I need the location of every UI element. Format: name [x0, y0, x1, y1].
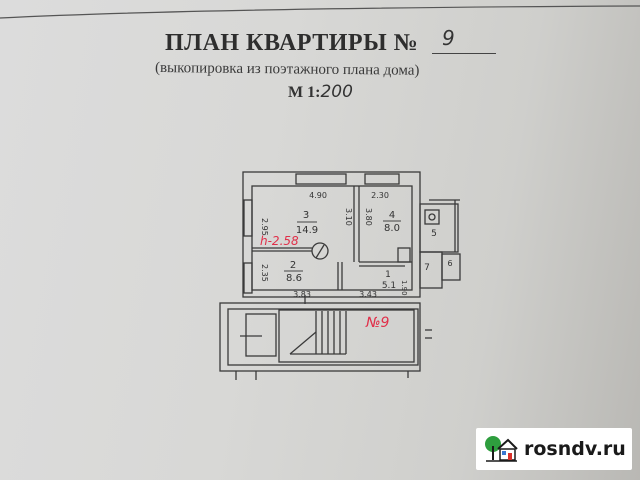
room-4-label: 4 8.0	[383, 210, 401, 234]
room-7-number: 7	[424, 263, 430, 273]
document-title: ПЛАН КВАРТИРЫ №	[165, 30, 419, 56]
room-6-number: 6	[447, 259, 452, 268]
dim-room4-height: 3.80	[364, 208, 373, 226]
watermark-site-name: rosndv.ru	[524, 438, 626, 460]
house-tree-logo-icon	[485, 436, 518, 462]
apartment-mark-annotation: №9	[365, 315, 390, 331]
room-1-area: 5.1	[382, 281, 396, 291]
dim-room1-side: 1.90	[400, 280, 408, 296]
rosndv-watermark[interactable]: rosndv.ru	[476, 428, 632, 470]
room-3-area: 14.9	[296, 225, 318, 236]
dim-room3-height: 2.95	[260, 218, 269, 236]
dim-room4-width: 2.30	[371, 191, 389, 200]
paper-fold-line	[0, 5, 640, 19]
room-3-label: 3 14.9	[296, 210, 318, 236]
room-2-area: 8.6	[286, 273, 302, 284]
scale-label: М 1:200	[288, 82, 353, 102]
room-4-number: 4	[389, 210, 395, 221]
dim-room2-height: 2.35	[260, 264, 269, 282]
room-5-number: 5	[431, 229, 437, 239]
room-2-number: 2	[290, 260, 296, 271]
room-4-area: 8.0	[384, 223, 400, 234]
room-1-number: 1	[385, 270, 391, 280]
scale-prefix: М 1:	[288, 84, 321, 101]
room-2-label: 2 8.6	[284, 260, 303, 284]
room-1-label: 1 5.1	[382, 270, 396, 291]
dim-room1-width: 3.43	[359, 290, 377, 299]
scale-value: 200	[320, 82, 353, 102]
dim-room3-width: 4.90	[309, 191, 327, 200]
ceiling-height-annotation: h-2.58	[260, 234, 299, 248]
dim-room3-right: 3.10	[344, 208, 353, 226]
room-3-number: 3	[303, 210, 309, 221]
dim-room2-width: 3.83	[293, 290, 311, 299]
apartment-number: 9	[432, 26, 496, 54]
